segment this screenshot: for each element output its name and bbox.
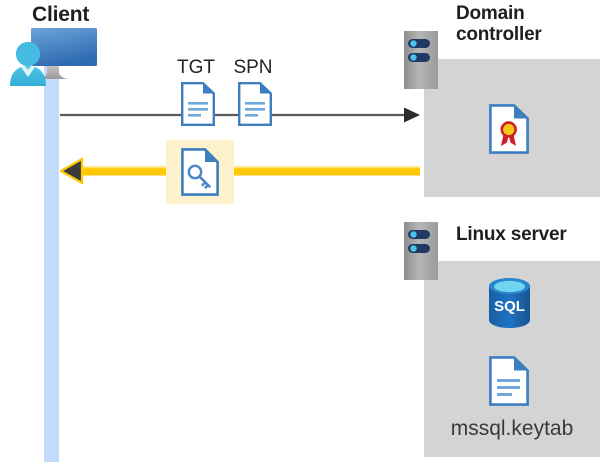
request-arrow — [60, 104, 420, 126]
spn-document-icon — [238, 82, 272, 126]
spn-label: SPN — [233, 57, 273, 78]
client-title: Client — [32, 3, 90, 26]
sql-label: SQL — [494, 298, 525, 315]
keytab-document-icon — [489, 356, 529, 406]
keytab-filename-label: mssql.keytab — [450, 417, 574, 440]
domain-controller-title: Domain controller — [456, 3, 542, 46]
domain-controller-server-rack-icon — [404, 31, 438, 89]
client-lifeline — [44, 66, 59, 462]
linux-server-title: Linux server — [456, 224, 567, 245]
tgt-label: TGT — [177, 57, 215, 78]
linux-server-rack-icon — [404, 222, 438, 280]
sql-database-icon: SQL — [487, 277, 532, 329]
client-user-monitor-icon — [6, 26, 102, 88]
certificate-document-icon — [489, 104, 529, 154]
tgt-document-icon — [181, 82, 215, 126]
key-document-icon — [181, 148, 219, 196]
response-arrow — [58, 156, 420, 186]
